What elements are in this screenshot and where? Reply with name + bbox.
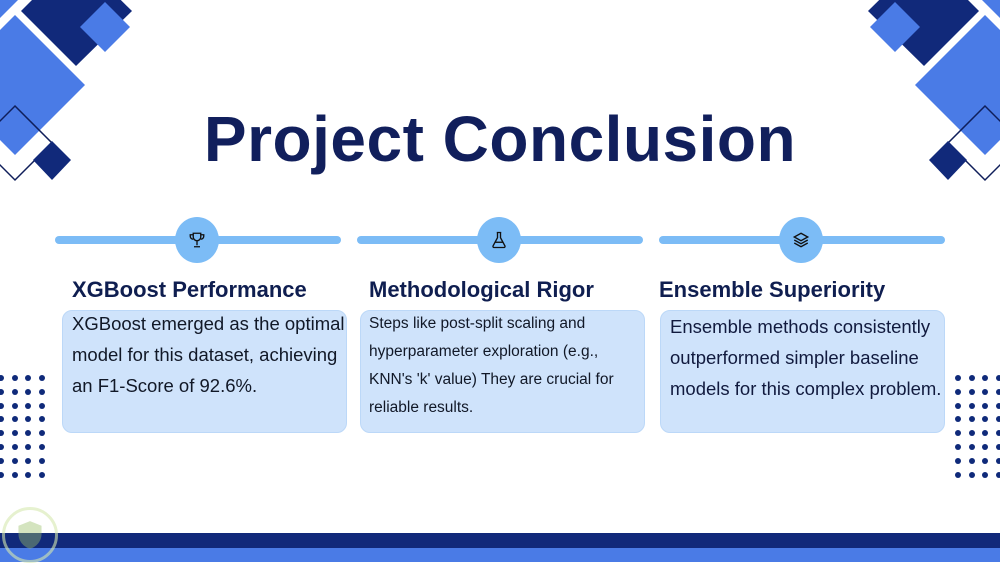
dot [968,388,975,395]
dot [955,443,961,450]
dot [996,375,1000,381]
dot [0,471,4,478]
dot [0,443,4,450]
dot [25,402,32,409]
dot [996,471,1000,478]
dot [955,402,961,409]
dot [955,457,961,464]
dot [982,430,989,437]
section-title-xgboost: XGBoost Performance [72,277,307,302]
dot [996,457,1000,464]
dot [982,402,989,409]
dot [968,443,975,450]
dot [955,471,961,478]
dot [39,443,46,450]
dot [39,375,46,381]
dot [25,416,32,423]
dot [11,471,18,478]
dot [968,402,975,409]
dot [982,443,989,450]
dot [955,375,961,381]
dot-pattern-right [955,375,1000,478]
section-title-rigor: Methodological Rigor [369,277,594,302]
dot [39,388,46,395]
dot [11,443,18,450]
dot [996,416,1000,423]
footer-bar-light [0,548,1000,562]
dot [11,388,18,395]
dot [955,430,961,437]
card-rigor [360,310,645,433]
dot [0,375,4,381]
dot [955,388,961,395]
dot [11,416,18,423]
dot [39,430,46,437]
dot [25,375,32,381]
dot [968,416,975,423]
dot [982,388,989,395]
dot [996,443,1000,450]
section-text-rigor: Steps like post-split scaling and hyperp… [369,315,614,416]
section-title-ensemble: Ensemble Superiority [659,277,886,302]
dot [0,402,4,409]
dot [982,416,989,423]
dot-pattern-left [0,375,46,478]
dot [39,402,46,409]
dot [0,457,4,464]
layers-icon [779,217,823,263]
section-text-ensemble: Ensemble methods consistently outperform… [670,316,942,399]
dot [982,457,989,464]
dot [968,457,975,464]
dot [11,402,18,409]
dot [39,457,46,464]
dot [39,471,46,478]
dot [996,402,1000,409]
dot [25,430,32,437]
shield-logo-icon [2,507,58,563]
trophy-icon [175,217,219,263]
corner-decoration-right [868,0,1000,182]
dot [0,430,4,437]
dot [982,375,989,381]
dot [0,388,4,395]
dot [11,375,18,381]
flask-icon [477,217,521,263]
dot [996,430,1000,437]
card-ensemble [660,310,945,433]
dot [39,416,46,423]
dot [0,416,4,423]
page-title: Project Conclusion [203,103,797,175]
dot [968,375,975,381]
dot [996,388,1000,395]
corner-decoration-left [0,0,132,182]
dot [968,471,975,478]
section-text-xgboost: XGBoost emerged as the optimal model for… [72,313,345,396]
dot [25,457,32,464]
dot [11,430,18,437]
footer-bar-dark [0,533,1000,548]
dot [955,416,961,423]
card-xgboost [62,310,347,433]
dot [11,457,18,464]
dot [25,471,32,478]
dot [25,388,32,395]
dot [25,443,32,450]
dot [968,430,975,437]
dot [982,471,989,478]
